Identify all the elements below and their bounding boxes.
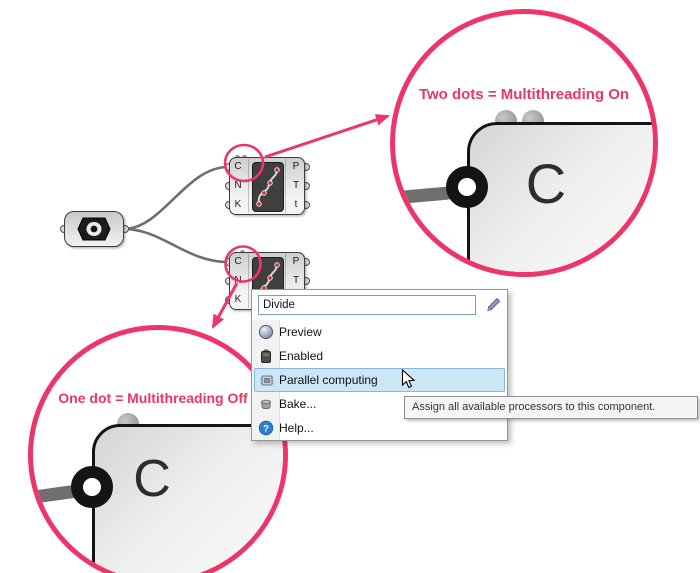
component-name-input[interactable] (258, 295, 476, 315)
menu-item-help[interactable]: ? Help... (252, 416, 507, 440)
menu-item-label: Preview (279, 325, 322, 339)
menu-item-preview[interactable]: Preview (252, 320, 507, 344)
menu-item-label: Parallel computing (279, 373, 378, 387)
zoomed-component-corner (92, 424, 283, 573)
wire-to-top-component[interactable] (123, 165, 229, 231)
enabled-battery-icon (252, 348, 279, 364)
parallel-computing-icon (254, 372, 279, 388)
mouse-cursor-icon (401, 368, 416, 395)
callout-multithreading-off: One dot = Multithreading Off C (28, 325, 288, 573)
annotation-arrow-top (264, 114, 390, 159)
curve-param-component[interactable] (59, 211, 129, 247)
divider (285, 159, 286, 213)
menu-item-parallel-computing[interactable]: Parallel computing (254, 368, 505, 392)
help-icon: ? (252, 420, 279, 436)
zoomed-component-corner (467, 122, 653, 272)
output-port-T[interactable]: T (292, 180, 300, 191)
input-grip-icon (71, 466, 113, 508)
zoomed-wire (395, 186, 454, 205)
input-port-N[interactable]: N (234, 180, 242, 191)
output-port-T[interactable]: T (292, 275, 300, 286)
input-port-N[interactable]: N (234, 275, 242, 286)
rename-pencil-icon[interactable] (481, 294, 504, 316)
input-port-C[interactable]: C (234, 256, 242, 267)
tooltip: Assign all available processors to this … (404, 396, 698, 419)
help-glyph: ? (263, 423, 269, 434)
component-body[interactable] (64, 211, 124, 247)
input-grip-icon (446, 166, 488, 208)
menu-item-enabled[interactable]: Enabled (252, 344, 507, 368)
bake-pot-icon (252, 396, 279, 412)
callout-multithreading-on: Two dots = Multithreading On C (390, 9, 658, 277)
menu-item-bake[interactable]: Bake... (252, 392, 507, 416)
output-port-t[interactable]: t (294, 199, 298, 210)
input-port-K[interactable]: K (234, 294, 242, 305)
zoomed-port-letter: C (133, 450, 171, 508)
input-port-C[interactable]: C (234, 161, 242, 172)
callout-title: Two dots = Multithreading On (418, 86, 630, 103)
menu-item-label: Bake... (279, 397, 317, 411)
wire-to-bottom-component[interactable] (123, 227, 229, 264)
input-port-K[interactable]: K (234, 199, 242, 210)
divide-component-top[interactable]: C N K P T t (224, 154, 310, 215)
output-port-P[interactable]: P (292, 161, 300, 172)
divider (285, 254, 286, 308)
menu-items: Preview Enabled (252, 320, 507, 440)
menu-item-label: Help... (279, 421, 314, 435)
callout-title: One dot = Multithreading Off (58, 390, 248, 406)
zoomed-port-letter: C (525, 152, 567, 215)
menu-item-label: Enabled (279, 349, 324, 363)
preview-sphere-icon (252, 324, 279, 340)
divider (248, 159, 249, 213)
divide-curve-icon (252, 162, 284, 212)
output-port-P[interactable]: P (292, 256, 300, 267)
hex-nut-icon (77, 217, 111, 241)
divider (248, 254, 249, 308)
